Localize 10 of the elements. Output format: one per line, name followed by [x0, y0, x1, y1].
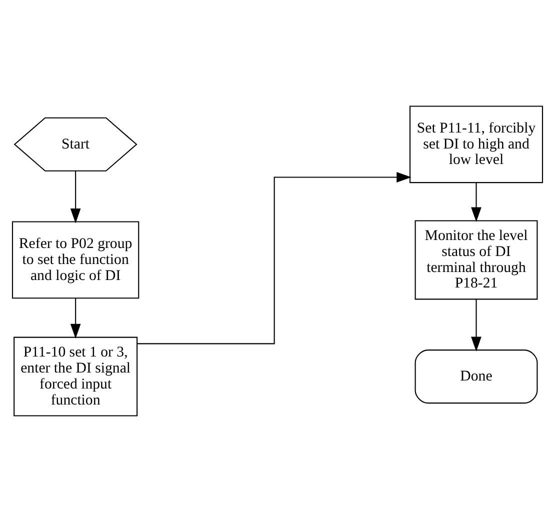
arrow [70, 298, 81, 339]
node-box: Refer to P02 group to set the function and logic of DI [12, 221, 140, 299]
node-box: P11-10 set 1 or 3, enter the DI signal forced input function [14, 336, 138, 416]
node-box: Monitor the level status of DI terminal through P18-21 [414, 220, 538, 300]
node-box: Set P11-11, forcibly set DI to high and low level [409, 106, 544, 184]
arrow [471, 299, 482, 352]
arrow [471, 182, 482, 222]
node-box: Done [414, 350, 538, 404]
arrow [70, 170, 81, 224]
arrow [137, 172, 412, 344]
